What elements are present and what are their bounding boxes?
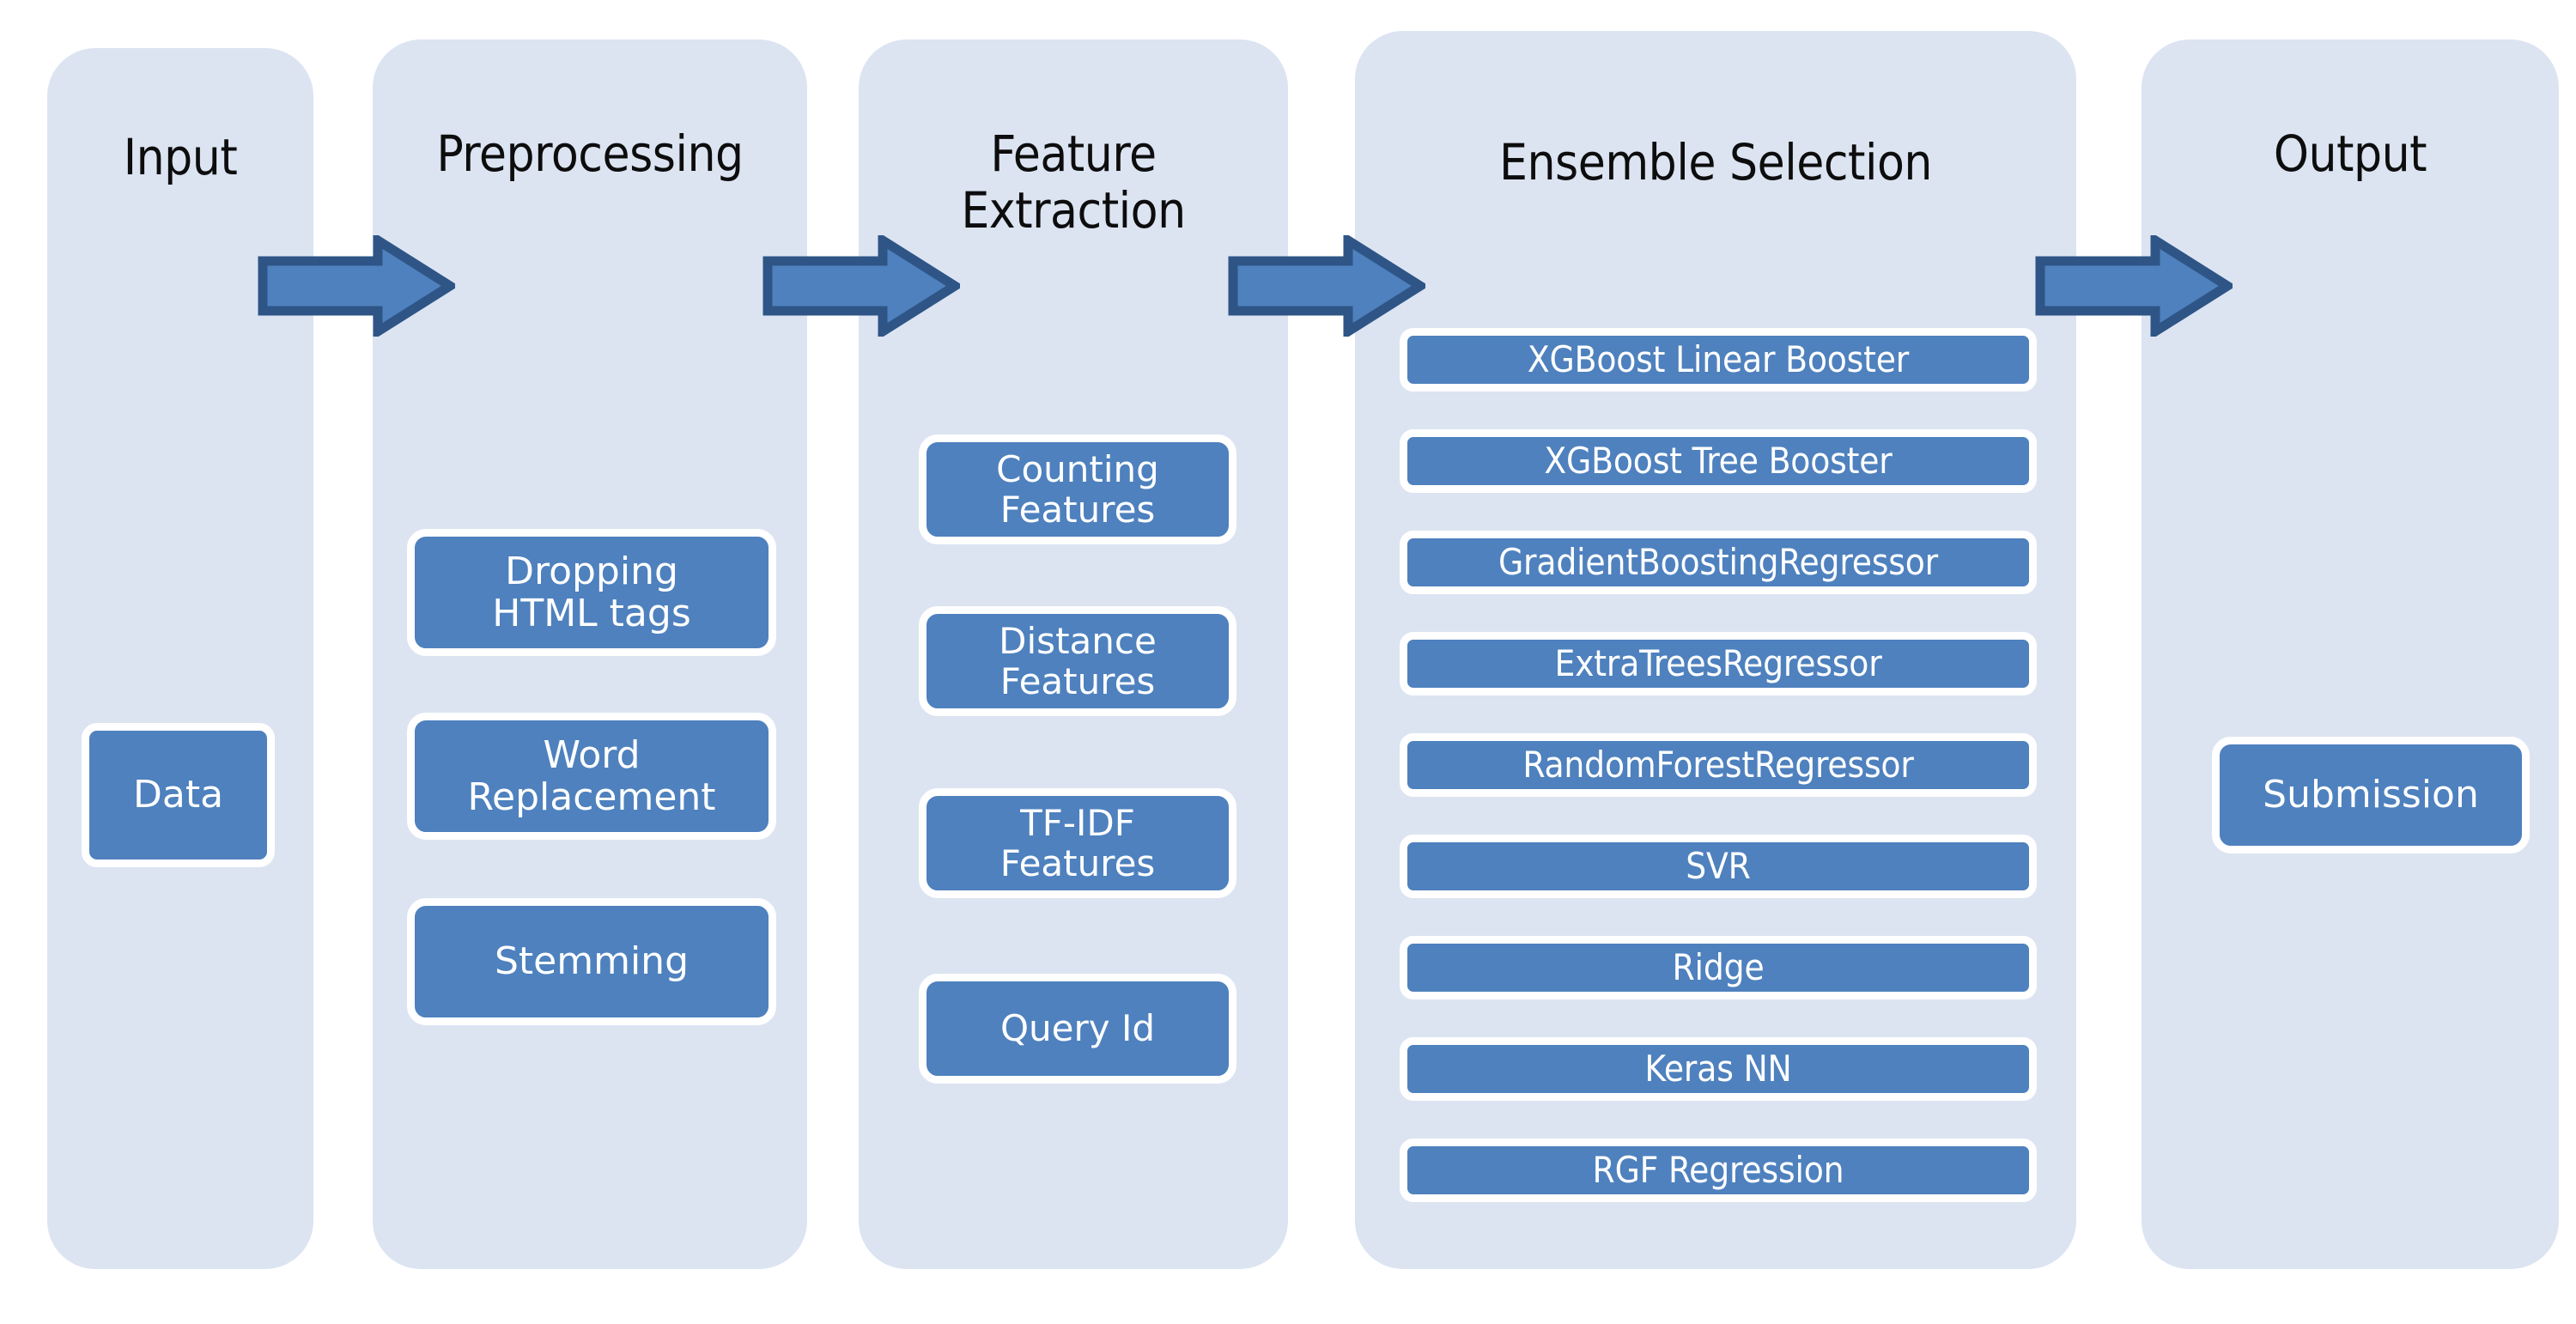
stage-title-input: Input (123, 128, 238, 186)
stage-panel-input: Input (47, 48, 313, 1269)
arrow-right-icon-ensemble-to-output (2035, 235, 2233, 337)
node-keras-nn[interactable]: Keras NN (1400, 1037, 2037, 1101)
stage-title-ensemble-selection: Ensemble Selection (1499, 133, 1933, 191)
node-rgf-regression[interactable]: RGF Regression (1400, 1139, 2037, 1202)
node-query-id[interactable]: Query Id (919, 974, 1236, 1084)
node-xgboost-tree-booster[interactable]: XGBoost Tree Booster (1400, 429, 2037, 493)
node-dropping-html-tags[interactable]: Dropping HTML tags (407, 529, 776, 656)
node-ridge[interactable]: Ridge (1400, 936, 2037, 999)
arrow-right-icon-preprocessing-to-feature-extraction (762, 235, 960, 337)
stage-title-feature-extraction: Feature Extraction (961, 125, 1186, 240)
node-counting-features[interactable]: Counting Features (919, 434, 1236, 544)
stage-title-output: Output (2273, 125, 2427, 183)
node-gradientboostingregressor[interactable]: GradientBoostingRegressor (1400, 531, 2037, 594)
node-stemming[interactable]: Stemming (407, 898, 776, 1025)
node-svr[interactable]: SVR (1400, 835, 2037, 898)
node-tf-idf-features[interactable]: TF-IDF Features (919, 788, 1236, 898)
node-submission[interactable]: Submission (2212, 737, 2530, 853)
node-word-replacement[interactable]: Word Replacement (407, 713, 776, 840)
arrow-right-icon-input-to-preprocessing (258, 235, 455, 337)
stage-title-preprocessing: Preprocessing (436, 125, 744, 183)
node-distance-features[interactable]: Distance Features (919, 606, 1236, 716)
arrow-right-icon-feature-extraction-to-ensemble (1228, 235, 1425, 337)
node-randomforestregressor[interactable]: RandomForestRegressor (1400, 733, 2037, 797)
stage-panel-output: Output (2142, 39, 2559, 1269)
node-xgboost-linear-booster[interactable]: XGBoost Linear Booster (1400, 328, 2037, 392)
node-data[interactable]: Data (82, 723, 275, 867)
node-extratreesregressor[interactable]: ExtraTreesRegressor (1400, 632, 2037, 695)
